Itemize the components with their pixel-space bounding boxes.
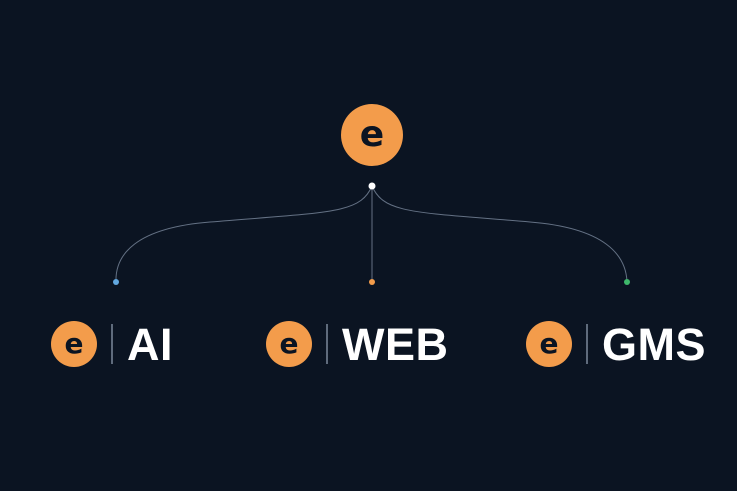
ai-logo-letter: e	[64, 327, 84, 360]
ai-node-dot	[113, 279, 119, 285]
web-divider	[326, 324, 328, 364]
web-node-dot	[369, 279, 375, 285]
gms-divider	[586, 324, 588, 364]
root-logo-letter: e	[359, 114, 385, 155]
gms-node-dot	[624, 279, 630, 285]
brand-gms: e GMS	[526, 321, 706, 367]
ai-label: AI	[127, 318, 173, 370]
gms-logo-letter: e	[539, 327, 559, 360]
ai-divider	[111, 324, 113, 364]
brand-ai: e AI	[51, 321, 173, 367]
gms-label: GMS	[602, 318, 707, 370]
brand-web: e WEB	[266, 321, 449, 367]
gms-logo-icon: e	[526, 321, 572, 367]
hub-dot	[368, 182, 376, 190]
web-logo-icon: e	[266, 321, 312, 367]
web-logo-letter: e	[279, 327, 299, 360]
root-logo-icon: e	[341, 104, 403, 166]
ai-logo-icon: e	[51, 321, 97, 367]
connector-gms	[371, 185, 628, 283]
connector-ai	[115, 185, 373, 283]
web-label: WEB	[342, 318, 449, 370]
